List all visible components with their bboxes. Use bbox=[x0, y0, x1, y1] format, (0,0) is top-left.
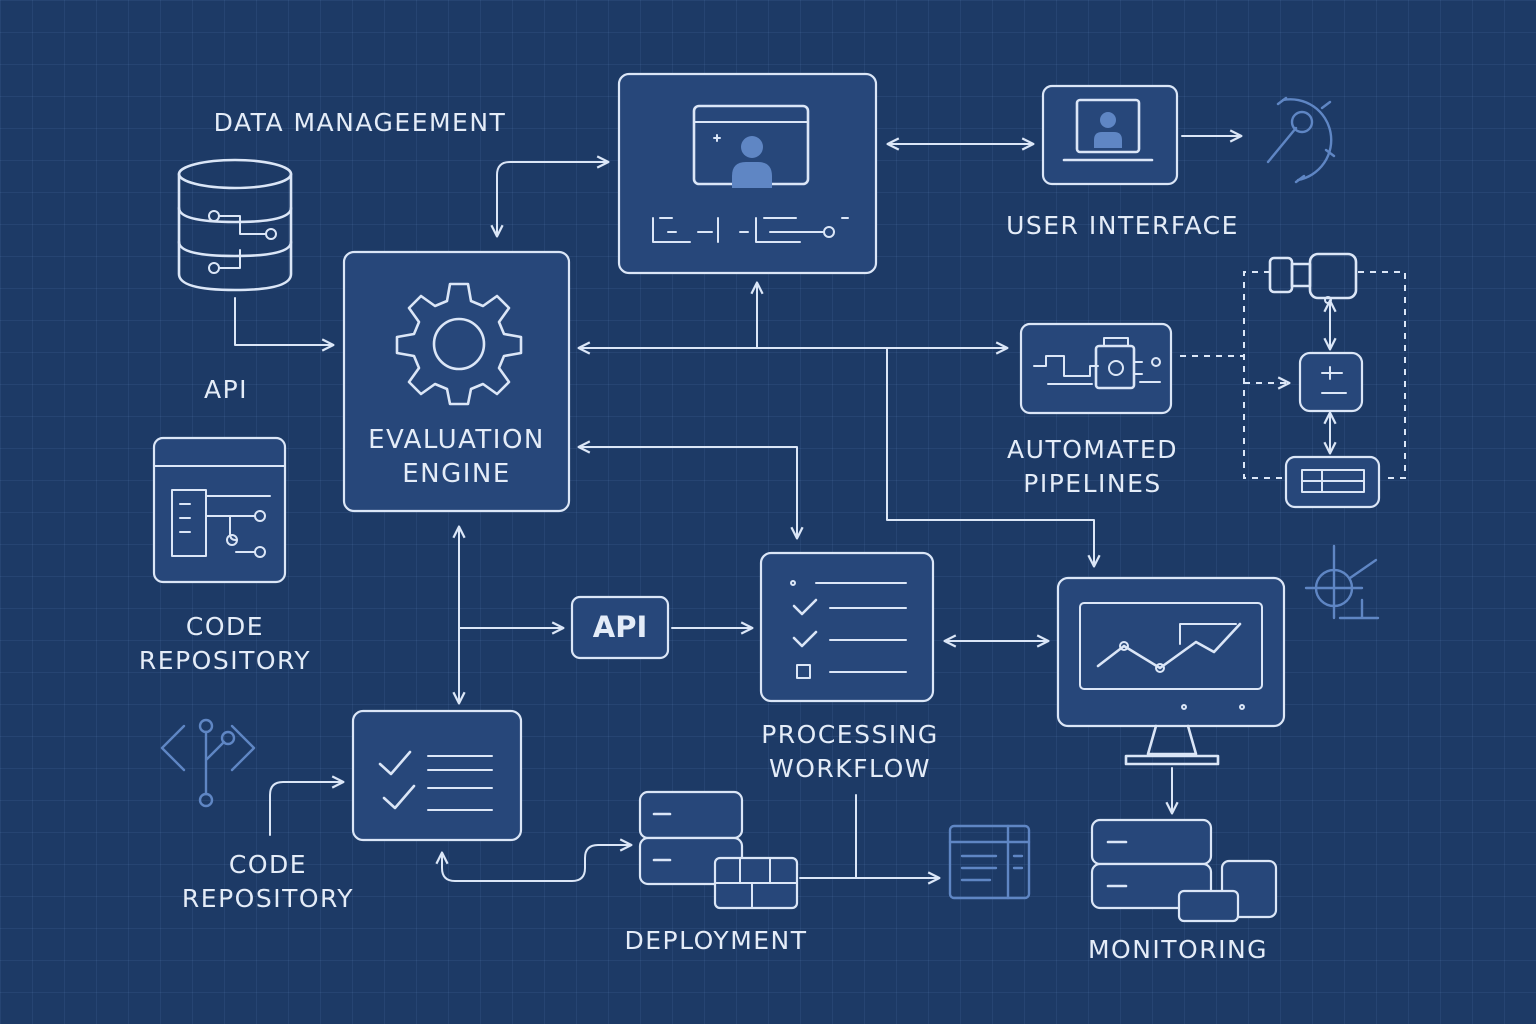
monitoring-servers-icon bbox=[1090, 818, 1278, 923]
pipeline-dashed-loop bbox=[1243, 271, 1406, 479]
deployment-label: DEPLOYMENT bbox=[624, 926, 808, 955]
pipeline-components bbox=[1268, 252, 1381, 509]
pipe-valve-icon bbox=[1268, 252, 1358, 304]
bus-to-monitor-arrow bbox=[886, 347, 1101, 568]
monitor-box[interactable] bbox=[1056, 576, 1286, 766]
code-repository-line-1: CODE bbox=[185, 612, 265, 641]
checklist-to-deploy-arrow bbox=[435, 838, 633, 882]
crosshair-icon bbox=[1304, 544, 1380, 620]
evaluation-engine-line-2: ENGINE bbox=[402, 459, 511, 489]
git-branch-icon bbox=[160, 718, 256, 808]
database-icon bbox=[177, 158, 293, 292]
processing-workflow-line-2: WORKFLOW bbox=[769, 754, 931, 783]
automated-pipelines-line-1: AUTOMATED bbox=[1007, 435, 1178, 464]
engine-to-ui-arrow bbox=[490, 155, 610, 238]
connectors bbox=[234, 129, 1406, 882]
db-to-engine-arrow bbox=[234, 297, 335, 352]
api-side-label: API bbox=[203, 375, 249, 404]
processing-workflow-label: PROCESSING WORKFLOW bbox=[735, 718, 965, 786]
evaluation-engine-box[interactable] bbox=[342, 250, 571, 513]
pipeline-icon bbox=[1033, 337, 1161, 390]
user-screen-icon bbox=[692, 104, 810, 188]
deployment-servers-icon bbox=[638, 790, 799, 910]
api-box-label: API bbox=[592, 610, 648, 644]
laptop-user-icon bbox=[1062, 98, 1154, 162]
document-icon bbox=[948, 824, 1031, 900]
code-repository-line-1: CODE bbox=[228, 850, 308, 879]
monitor-chart-icon bbox=[1096, 622, 1242, 673]
automated-pipelines-label: AUTOMATED PIPELINES bbox=[985, 433, 1200, 501]
wrench-gear-icon bbox=[1266, 96, 1336, 184]
pipeline-trace-icon bbox=[652, 217, 849, 243]
evaluation-engine-line-1: EVALUATION bbox=[368, 425, 545, 455]
automated-pipelines-box[interactable] bbox=[1019, 322, 1173, 415]
code-repository-line-2: REPOSITORY bbox=[138, 646, 312, 675]
code-repository-label-2: CODE REPOSITORY bbox=[163, 848, 373, 916]
checklist-box[interactable] bbox=[351, 709, 523, 842]
user-screen-box[interactable] bbox=[617, 72, 878, 275]
code-repository-label-1: CODE REPOSITORY bbox=[120, 610, 330, 678]
api-box[interactable] bbox=[570, 595, 670, 660]
io-module-icon bbox=[1284, 455, 1381, 509]
processing-workflow-line-1: PROCESSING bbox=[761, 720, 939, 749]
laptop-box[interactable] bbox=[1041, 84, 1179, 186]
workflow-checklist-icon bbox=[790, 580, 907, 679]
workflow-to-document-arrow bbox=[799, 794, 938, 878]
evaluation-engine-label: EVALUATION ENGINE bbox=[344, 423, 569, 491]
repo-to-checklist-arrow bbox=[269, 775, 345, 836]
control-switch-icon bbox=[1298, 351, 1364, 413]
user-interface-label: USER INTERFACE bbox=[1006, 211, 1239, 240]
code-window-icon bbox=[152, 436, 287, 584]
gear-icon bbox=[395, 282, 523, 406]
engine-to-workflow-arrow bbox=[577, 440, 804, 540]
checklist-icon bbox=[378, 750, 493, 811]
code-repository-line-2: REPOSITORY bbox=[181, 884, 355, 913]
data-management-label: DATA MANAGEEMENT bbox=[213, 108, 507, 137]
processing-workflow-box[interactable] bbox=[759, 551, 935, 703]
automated-pipelines-line-2: PIPELINES bbox=[1023, 469, 1162, 498]
monitoring-label: MONITORING bbox=[1087, 935, 1269, 964]
